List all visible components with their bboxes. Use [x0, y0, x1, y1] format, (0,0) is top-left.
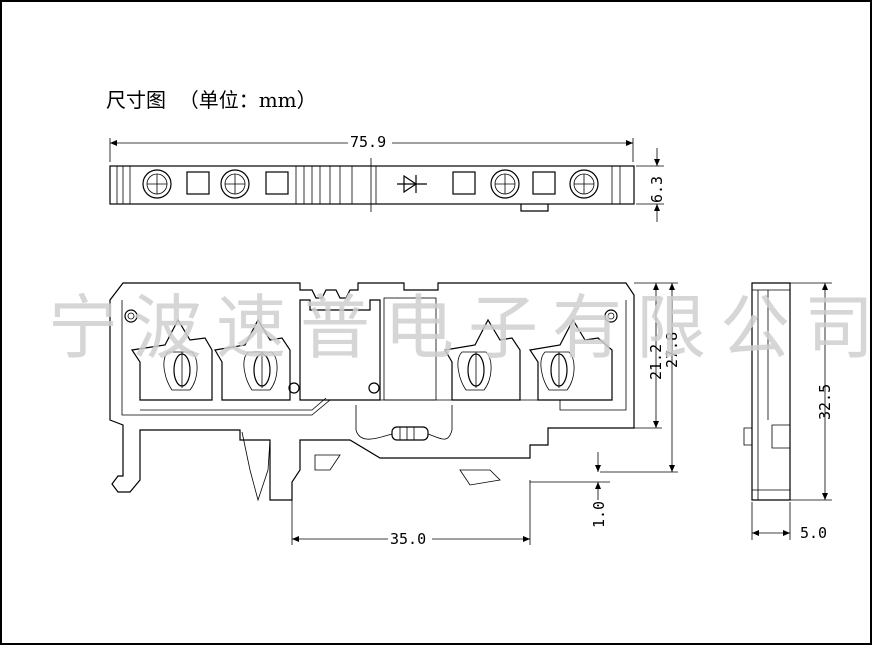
dim-rail-offset: 1.0 [590, 501, 608, 528]
wire-entry-icon [265, 171, 289, 195]
side-view: 32.5 5.0 [743, 282, 834, 542]
dim-top-height: 6.3 [648, 176, 666, 203]
dim-side-width: 5.0 [800, 524, 827, 542]
diode-symbol-icon [397, 174, 427, 194]
clamp-spring-icon [130, 318, 213, 401]
dim-overall-length: 75.9 [350, 133, 386, 151]
wire-entry-icon [532, 171, 556, 195]
clamp-spring-icon [214, 318, 291, 401]
mounting-hole-icon [124, 309, 138, 323]
dim-height-outer: 27.8 [663, 332, 681, 368]
dim-rail-width: 35.0 [390, 530, 426, 548]
screw-head-icon [490, 169, 520, 199]
clamp-spring-icon [444, 318, 521, 401]
dim-height-inner: 21.2 [647, 344, 665, 380]
front-view: 21.2 27.8 1.0 35.0 [109, 282, 681, 548]
screw-head-icon [142, 169, 172, 199]
dim-side-height: 32.5 [816, 384, 834, 420]
resistor-icon [355, 405, 453, 441]
mounting-hole-icon [604, 309, 618, 323]
clamp-spring-icon [528, 318, 613, 401]
housing-outline [109, 282, 635, 501]
wire-entry-icon [186, 171, 210, 195]
screw-hole-icon [288, 382, 300, 394]
drawing-title: 尺寸图 （单位：mm） [106, 88, 317, 112]
wire-entry-icon [452, 171, 476, 195]
top-view-body [109, 165, 635, 205]
watermark: 宁波速普电子有限公司 [48, 287, 872, 369]
top-view: 75.9 [109, 133, 666, 222]
screw-hole-icon [368, 382, 380, 394]
screw-head-icon [220, 169, 250, 199]
screw-head-icon [569, 169, 599, 199]
